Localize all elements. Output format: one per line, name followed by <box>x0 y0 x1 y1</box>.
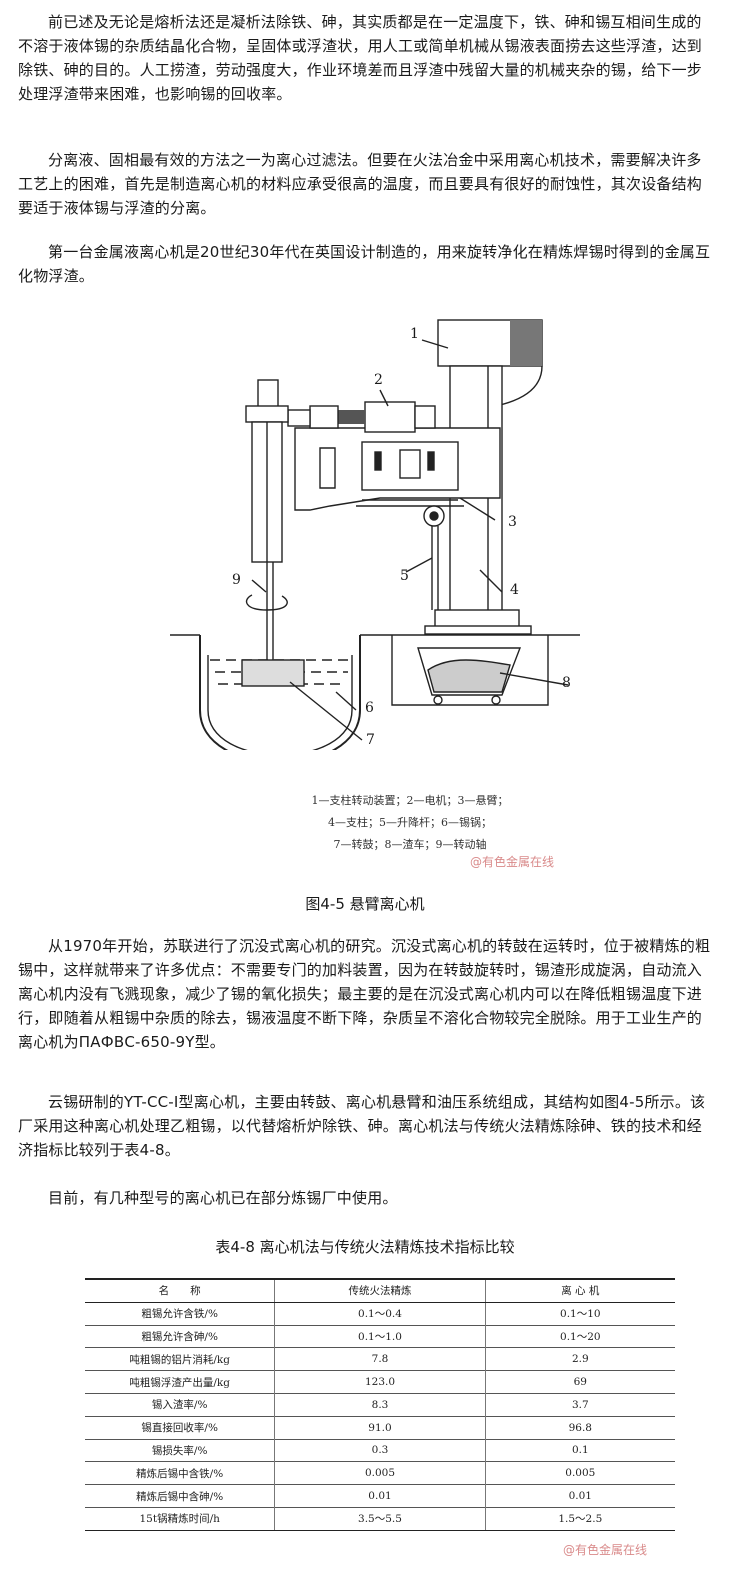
table-cell: 0.1～0.4 <box>274 1301 486 1326</box>
figure-label-3: 3 <box>508 514 517 530</box>
table-cell: 2.9 <box>484 1347 675 1371</box>
table-cell: 0.01 <box>274 1484 486 1508</box>
figure-label-8: 8 <box>562 675 571 691</box>
figure-label-9: 9 <box>232 572 241 588</box>
paragraph-2: 分离液、固相最有效的方法之一为离心过滤法。但要在火法冶金中采用离心机技术，需要解… <box>18 151 703 217</box>
table-cell: 锡损失率/% <box>85 1438 275 1462</box>
figure-legend-line: 7—转鼓；8—渣车；9—转动轴 <box>333 838 487 851</box>
header-traditional: 传统火法精炼 <box>274 1277 486 1303</box>
table-cell: 0.1 <box>484 1438 675 1462</box>
paragraph-3: 第一台金属液离心机是20世纪30年代在英国设计制造的，用来旋转净化在精炼焊锡时得… <box>18 243 711 285</box>
figure-legend-line: 1—支柱转动装置；2—电机；3—悬臂； <box>311 794 509 807</box>
table-cell: 15t锅精炼时间/h <box>85 1506 275 1531</box>
paragraph-5: 云锡研制的YT-CC-I型离心机，主要由转鼓、离心机悬臂和油压系统组成，其结构如… <box>18 1093 706 1159</box>
table-cell: 0.01 <box>484 1484 675 1508</box>
header-name: 名 称 <box>85 1277 275 1303</box>
table-cell: 锡直接回收率/% <box>85 1415 275 1440</box>
watermark: @有色金属在线 <box>563 1543 648 1557</box>
paragraph-6: 目前，有几种型号的离心机已在部分炼锡厂中使用。 <box>48 1189 398 1207</box>
table-cell: 96.8 <box>484 1415 675 1440</box>
table-cell: 69 <box>484 1370 675 1394</box>
figure-label-6: 6 <box>365 700 374 716</box>
figure-label-4: 4 <box>510 582 519 598</box>
table-cell: 1.5～2.5 <box>484 1506 675 1531</box>
figure-legend-line: 4—支柱；5—升降杆；6—锡锅； <box>328 816 492 829</box>
figure-title: 图4-5 悬臂离心机 <box>305 895 425 913</box>
centrifuge-diagram: 1 2 3 4 5 6 7 8 9 <box>170 310 580 764</box>
table-header-row: 名 称 传统火法精炼 离 心 机 <box>85 1277 675 1303</box>
table-cell: 0.1～1.0 <box>274 1324 486 1348</box>
figure-label-5: 5 <box>400 568 409 584</box>
table-cell: 0.005 <box>484 1461 675 1485</box>
figure-label-7: 7 <box>366 732 375 748</box>
table-cell: 0.1～10 <box>484 1301 675 1326</box>
table-cell: 8.3 <box>274 1392 486 1417</box>
table-cell: 粗锡允许含砷/% <box>85 1324 275 1348</box>
table-cell: 锡入渣率/% <box>85 1392 275 1417</box>
table-cell: 粗锡允许含铁/% <box>85 1301 275 1326</box>
table-cell: 吨粗锡浮渣产出量/kg <box>85 1370 275 1394</box>
figure-legend: 1—支柱转动装置；2—电机；3—悬臂； 4—支柱；5—升降杆；6—锡锅； 7—转… <box>260 790 560 856</box>
table-cell: 123.0 <box>274 1370 486 1394</box>
table-cell: 0.005 <box>274 1461 486 1485</box>
table-cell: 91.0 <box>274 1415 486 1440</box>
figure-label-1: 1 <box>410 326 419 342</box>
watermark: @有色金属在线 <box>470 855 555 869</box>
table-cell: 精炼后锡中含铁/% <box>85 1461 275 1485</box>
table-cell: 精炼后锡中含砷/% <box>85 1484 275 1508</box>
table-cell: 3.5～5.5 <box>274 1506 486 1531</box>
table-cell: 0.1～20 <box>484 1324 675 1348</box>
header-centrifuge: 离 心 机 <box>484 1277 675 1303</box>
table-title: 表4-8 离心机法与传统火法精炼技术指标比较 <box>215 1238 515 1256</box>
paragraph-1: 前已述及无论是熔析法还是凝析法除铁、砷，其实质都是在一定温度下，铁、砷和锡互相间… <box>18 13 703 103</box>
table-cell: 3.7 <box>484 1392 675 1417</box>
paragraph-4: 从1970年开始，苏联进行了沉没式离心机的研究。沉没式离心机的转鼓在运转时，位于… <box>18 937 711 1051</box>
table-cell: 0.3 <box>274 1438 486 1462</box>
table-cell: 吨粗锡的铝片消耗/kg <box>85 1347 275 1371</box>
figure-label-2: 2 <box>374 372 383 388</box>
table-cell: 7.8 <box>274 1347 486 1371</box>
